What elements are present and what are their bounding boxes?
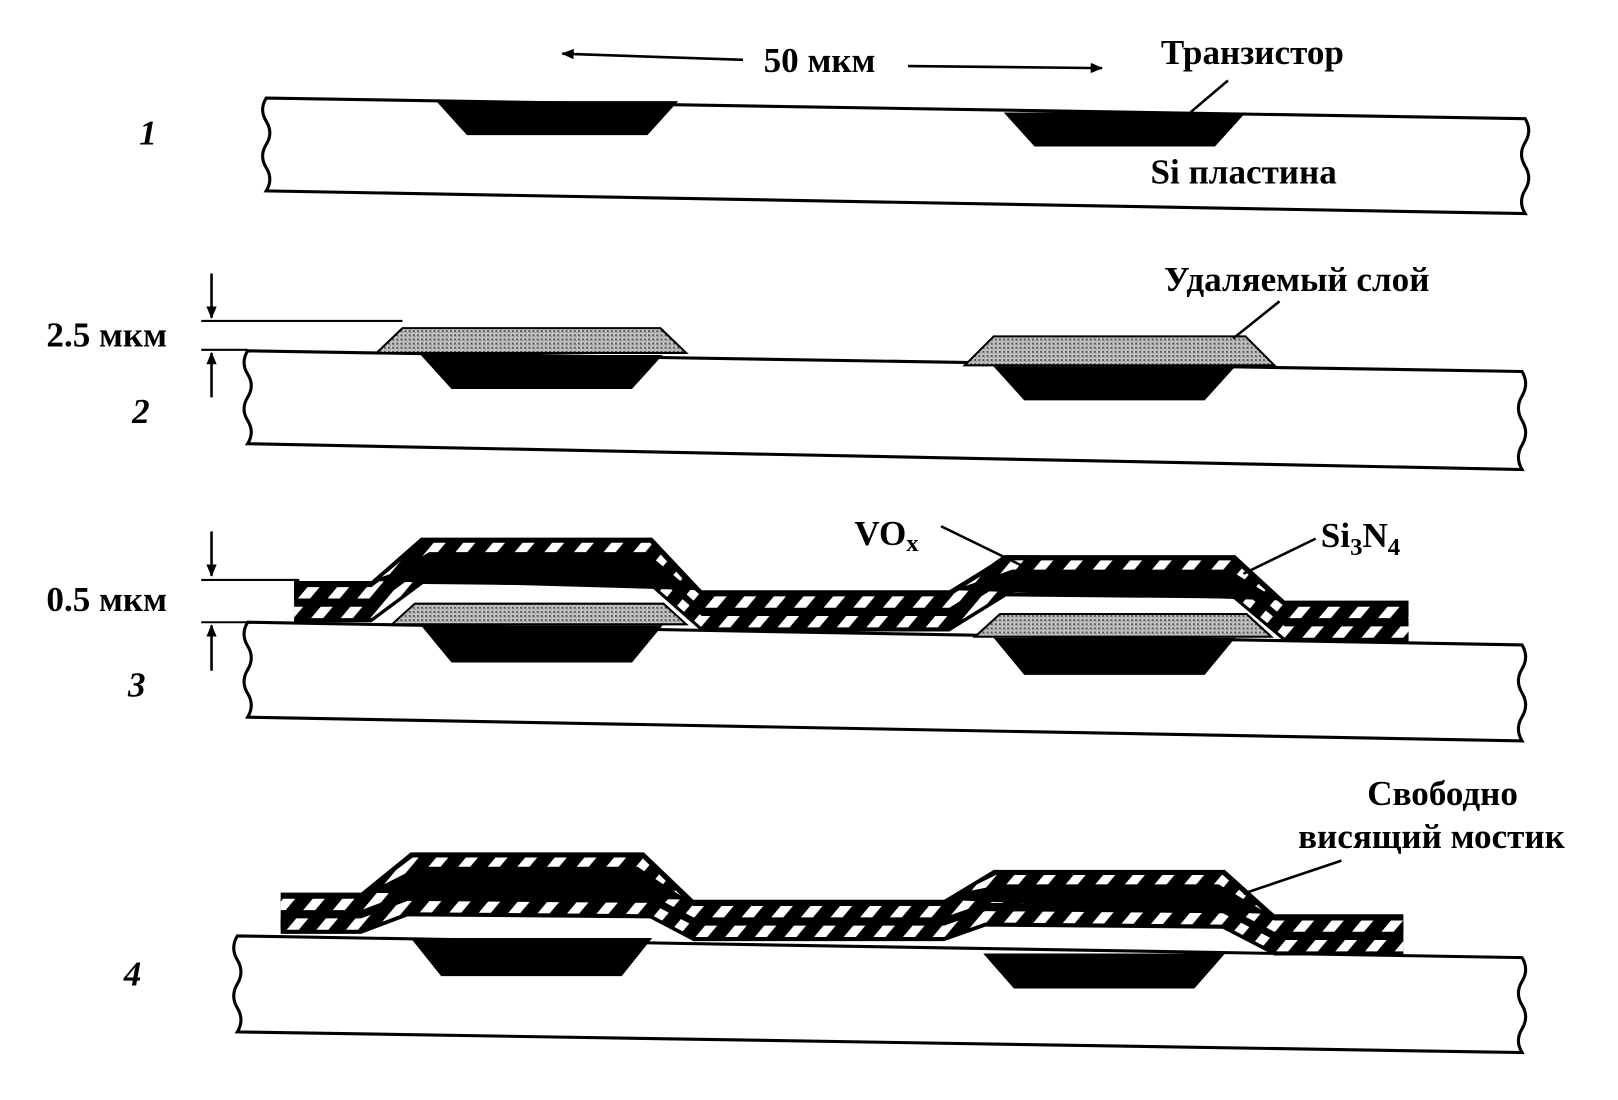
stage-4-si3n4-top-layer-1 xyxy=(371,857,682,896)
stage-3-si3n4-top-layer-2 xyxy=(964,560,1273,597)
sacrificial-layer-label: Удаляемый слой xyxy=(1164,260,1429,299)
stage-2-sacrificial-layer-2 xyxy=(962,335,1277,367)
stage-3-sacrificial-layer-1 xyxy=(389,602,689,626)
dimension-0-5um: 0.5 мкм xyxy=(46,531,300,671)
stage-number-2: 2 xyxy=(131,392,150,431)
stage-1-transistor-2 xyxy=(1003,112,1246,147)
dimension-0-5um-label: 0.5 мкм xyxy=(46,580,167,619)
stage-4-transistor-2 xyxy=(983,953,1226,989)
transistor-leader xyxy=(1185,79,1229,117)
vox-label: VOx xyxy=(854,514,919,557)
si3n4-leader xyxy=(1242,537,1317,575)
stage-3-sacrificial-layer-2 xyxy=(972,612,1274,638)
stage-number-4: 4 xyxy=(123,954,142,993)
stage-1-transistor-1 xyxy=(436,101,679,136)
transistor-label: Транзистор xyxy=(1161,33,1344,72)
stage-3-si3n4-top-layer-1 xyxy=(381,542,690,587)
bridge-label-line2: висящий мостик xyxy=(1298,817,1565,856)
stage-2-sacrificial-layer-1 xyxy=(374,327,689,354)
stage-4-si3n4-top-layer-2 xyxy=(954,875,1262,911)
scale-arrow-right xyxy=(908,62,1104,74)
stage-2-transistor-1 xyxy=(420,354,663,390)
scale-arrow-left xyxy=(561,48,744,62)
stage-2-transistor-2 xyxy=(993,366,1236,401)
scale-label: 50 мкм xyxy=(764,41,876,80)
si-wafer-label: Si пластина xyxy=(1151,153,1338,192)
stage-4-transistor-1 xyxy=(410,937,653,977)
sacrificial-layer-leader xyxy=(1232,300,1281,340)
stage-number-3: 3 xyxy=(127,666,146,705)
stage-number-1: 1 xyxy=(139,113,157,152)
dimension-2-5um: 2.5 мкм xyxy=(46,273,403,398)
stage-3-transistor-1 xyxy=(420,625,663,663)
stage-3-transistor-2 xyxy=(993,637,1236,675)
vox-leader xyxy=(940,525,1023,567)
bridge-leader xyxy=(1243,859,1342,895)
si3n4-label: Si3N4 xyxy=(1321,516,1400,561)
dimension-2-5um-label: 2.5 мкм xyxy=(46,316,167,355)
stage-4-si3n4-bottom-layer xyxy=(280,900,1404,952)
bridge-label-line1: Свободно xyxy=(1367,774,1518,813)
